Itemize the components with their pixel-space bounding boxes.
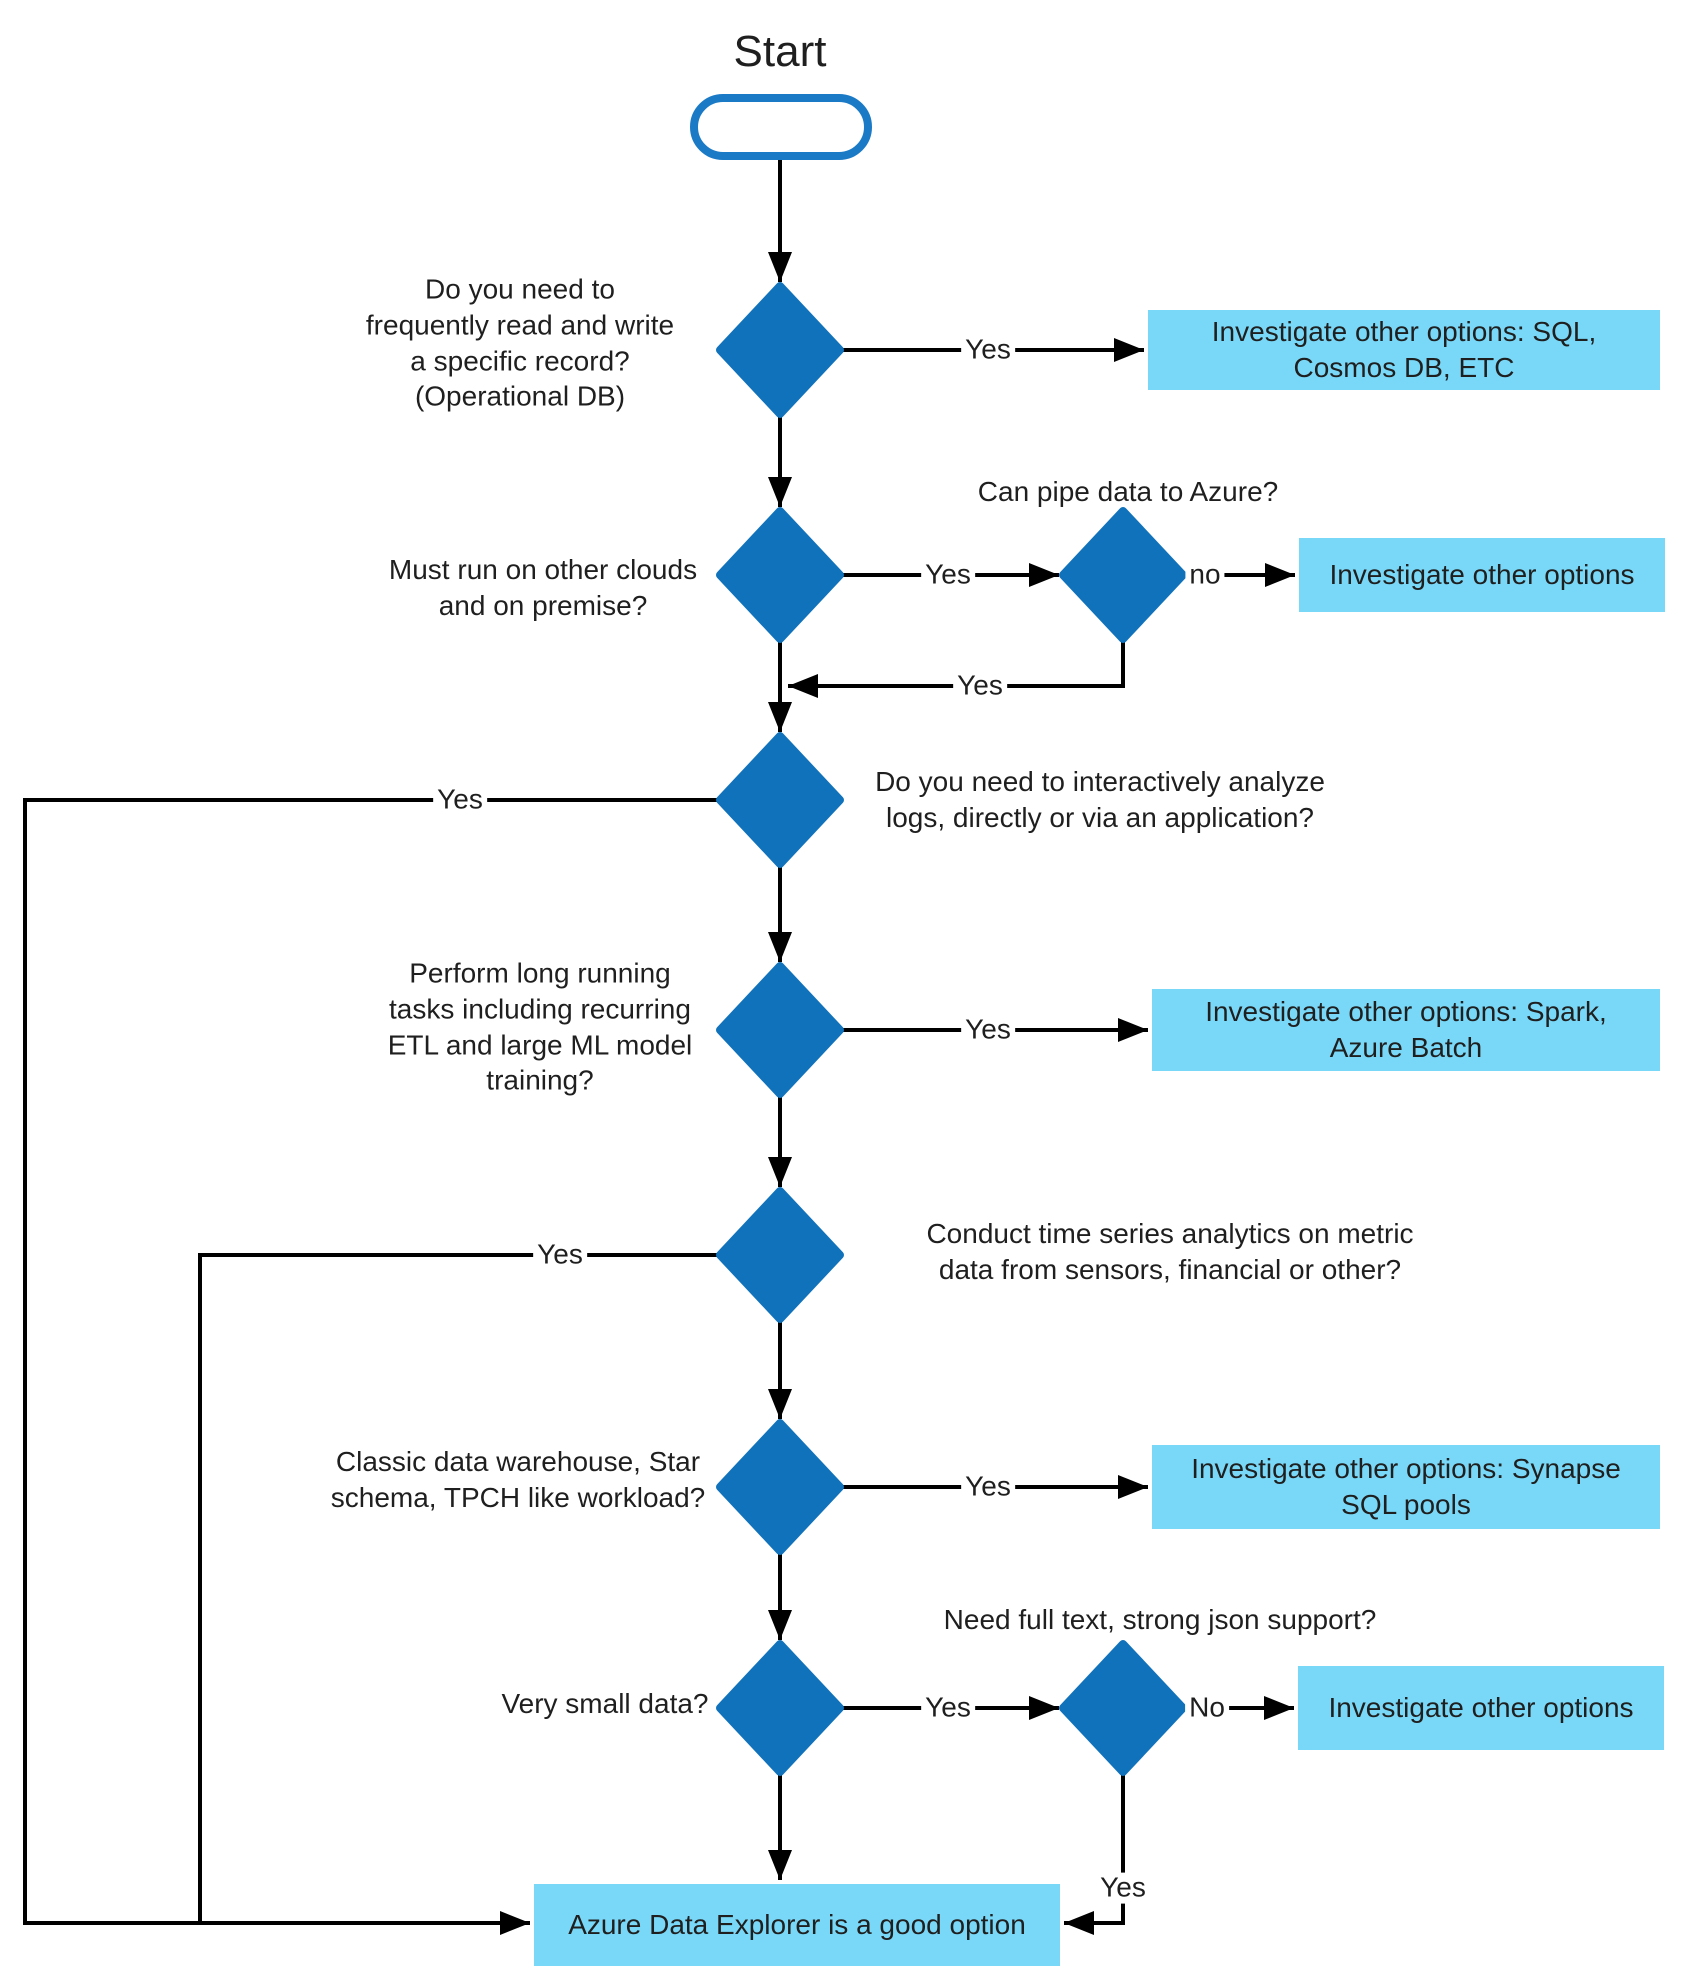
start-title: Start xyxy=(733,27,827,76)
question-q7-label: Classic data warehouse, Star schema, TPC… xyxy=(330,1446,706,1513)
edge-q6-yes-to-final xyxy=(198,1253,720,1923)
question-q3-label: Can pipe data to Azure? xyxy=(977,476,1279,508)
edge-q4-yes-to-final xyxy=(23,798,720,1935)
question-q2-label: Must run on other clouds and on premise? xyxy=(388,554,698,621)
question-q5-label: Perform long running tasks including rec… xyxy=(387,957,693,1096)
edge-label-q7-yes: Yes xyxy=(961,1471,1015,1503)
edge-label-q6-yes: Yes xyxy=(533,1239,587,1271)
start-node xyxy=(690,94,872,160)
outcome-box-spark-batch: Investigate other options: Spark, Azure … xyxy=(1152,989,1660,1071)
question-q6-label: Conduct time series analytics on metric … xyxy=(926,1218,1414,1285)
edge-label-q1-yes: Yes xyxy=(961,334,1015,366)
question-q1-label: Do you need to frequently read and write… xyxy=(365,273,675,412)
decision-q8-diamond xyxy=(716,1640,844,1776)
outcome-box-azure-data-explorer: Azure Data Explorer is a good option xyxy=(534,1884,1060,1966)
edge-label-q3-no: no xyxy=(1185,559,1225,591)
decision-q9-diamond xyxy=(1059,1640,1187,1776)
decision-q4-diamond xyxy=(716,732,844,868)
decision-q1-diamond xyxy=(716,282,844,418)
edge-label-q2-yes: Yes xyxy=(921,559,975,591)
edge-label-q8-yes: Yes xyxy=(921,1692,975,1724)
question-q9-label: Need full text, strong json support? xyxy=(943,1604,1377,1636)
edge-label-q9-yes: Yes xyxy=(1096,1872,1150,1904)
outcome-box-synapse: Investigate other options: Synapse SQL p… xyxy=(1152,1445,1660,1529)
edge-label-q4-yes: Yes xyxy=(433,784,487,816)
edge-label-q3-yes: Yes xyxy=(953,670,1007,702)
decision-q6-diamond xyxy=(716,1187,844,1323)
outcome-box-other-options-2: Investigate other options xyxy=(1298,1666,1664,1750)
edge-q9-yes-to-final xyxy=(1064,1772,1125,1935)
question-q4-label: Do you need to interactively analyze log… xyxy=(875,766,1325,833)
edge-label-q5-yes: Yes xyxy=(961,1014,1015,1046)
edge-q3-yes-merge xyxy=(788,639,1125,698)
decision-q2-diamond xyxy=(716,507,844,643)
decision-q5-diamond xyxy=(716,962,844,1098)
decision-q3-diamond xyxy=(1059,507,1187,643)
edge-label-q9-no: No xyxy=(1185,1692,1229,1724)
outcome-box-other-options-1: Investigate other options xyxy=(1299,538,1665,612)
question-q8-label: Very small data? xyxy=(501,1688,709,1720)
decision-q7-diamond xyxy=(716,1419,844,1555)
outcome-box-sql-cosmos: Investigate other options: SQL, Cosmos D… xyxy=(1148,310,1660,390)
